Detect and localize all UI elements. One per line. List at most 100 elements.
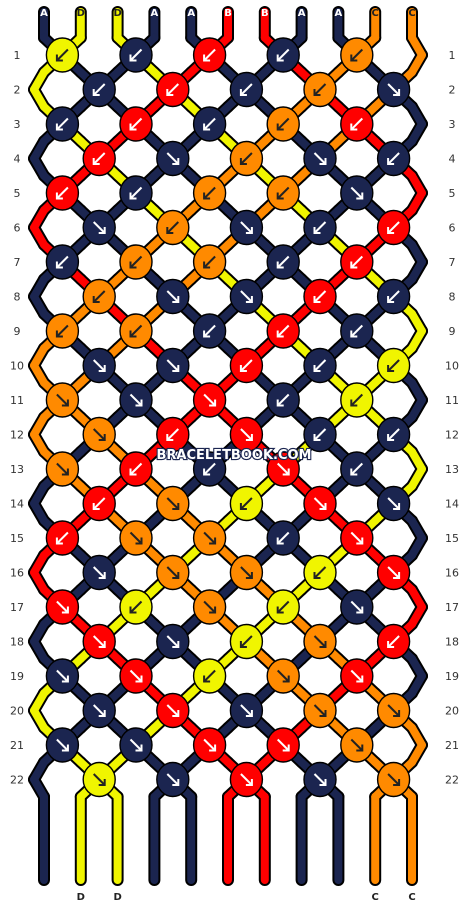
knot xyxy=(119,520,153,556)
arrow-down-right-icon xyxy=(313,773,327,786)
arrow-down-left-icon xyxy=(387,152,400,165)
arrow-down-right-icon xyxy=(313,497,327,510)
row-number-left: 9 xyxy=(14,325,21,338)
row-number-left: 2 xyxy=(14,84,21,97)
knot xyxy=(340,727,374,763)
arrow-down-right-icon xyxy=(92,635,106,648)
arrow-down-left-icon xyxy=(276,186,290,200)
arrow-down-right-icon xyxy=(92,359,106,372)
knot xyxy=(45,382,80,418)
knot xyxy=(82,761,116,798)
row-number-right: 3 xyxy=(449,118,456,131)
knot xyxy=(82,209,116,246)
row-number-left: 11 xyxy=(10,394,24,407)
knot xyxy=(376,347,411,384)
arrow-down-left-icon xyxy=(313,566,327,579)
arrow-down-right-icon xyxy=(313,704,327,717)
knot xyxy=(192,37,227,73)
arrow-down-right-icon xyxy=(166,497,180,510)
row-number-right: 7 xyxy=(449,256,456,269)
knot xyxy=(156,416,190,453)
knot xyxy=(82,278,116,315)
knot xyxy=(119,589,153,625)
knot xyxy=(376,623,411,660)
row-number-right: 6 xyxy=(449,222,456,235)
string-label-top: C xyxy=(408,8,415,19)
row-number-left: 22 xyxy=(10,774,24,787)
knot xyxy=(119,175,153,211)
arrow-down-right-icon xyxy=(387,704,401,717)
knot xyxy=(340,520,374,556)
row-number-right: 5 xyxy=(449,187,456,200)
row-number-right: 10 xyxy=(445,360,459,373)
arrow-down-left-icon xyxy=(387,221,400,234)
knot xyxy=(303,485,337,522)
row-number-right: 12 xyxy=(445,429,459,442)
knot xyxy=(376,71,411,108)
arrow-down-left-icon xyxy=(92,83,106,96)
arrow-down-left-icon xyxy=(203,462,216,476)
arrow-down-left-icon xyxy=(276,531,290,545)
row-number-right: 22 xyxy=(445,774,459,787)
knot xyxy=(45,313,80,349)
arrow-down-right-icon xyxy=(350,531,364,545)
arrow-down-right-icon xyxy=(56,393,69,407)
string-label-top: A xyxy=(151,8,159,19)
arrow-down-left-icon xyxy=(129,600,143,614)
row-number-left: 6 xyxy=(14,222,21,235)
arrow-down-left-icon xyxy=(92,290,106,303)
knot xyxy=(376,278,411,315)
arrow-down-left-icon xyxy=(350,324,364,338)
arrow-down-right-icon xyxy=(203,393,217,407)
row-number-right: 15 xyxy=(445,532,459,545)
arrow-down-right-icon xyxy=(92,221,106,234)
arrow-down-right-icon xyxy=(240,566,253,579)
knot xyxy=(266,589,300,625)
arrow-down-left-icon xyxy=(276,324,290,338)
knot xyxy=(303,347,337,384)
arrow-down-right-icon xyxy=(350,600,364,614)
arrow-down-right-icon xyxy=(56,669,69,683)
row-number-left: 12 xyxy=(10,429,24,442)
arrow-down-right-icon xyxy=(240,221,253,234)
row-number-right: 18 xyxy=(445,636,459,649)
knot xyxy=(156,71,190,108)
knot xyxy=(266,382,300,418)
arrow-down-right-icon xyxy=(350,738,364,752)
row-number-left: 20 xyxy=(10,705,24,718)
string-label-bottom: B xyxy=(224,892,232,903)
arrow-down-right-icon xyxy=(240,773,253,786)
string-label-top: D xyxy=(77,8,85,19)
arrow-down-left-icon xyxy=(129,462,143,476)
arrow-down-right-icon xyxy=(350,186,364,200)
row-number-left: 14 xyxy=(10,498,24,511)
arrow-down-left-icon xyxy=(203,324,216,338)
knot xyxy=(229,140,264,177)
knot xyxy=(340,37,374,73)
knot xyxy=(229,71,264,108)
arrow-down-left-icon xyxy=(387,428,400,441)
row-number-right: 1 xyxy=(449,49,456,62)
knot xyxy=(229,554,264,591)
string-label-bottom: A xyxy=(40,892,48,903)
knot xyxy=(266,727,300,763)
arrow-down-right-icon xyxy=(387,773,401,786)
row-number-right: 4 xyxy=(449,153,456,166)
knot xyxy=(82,140,116,177)
knot xyxy=(45,37,80,73)
knot xyxy=(303,71,337,108)
knot xyxy=(156,209,190,246)
arrow-down-right-icon xyxy=(240,428,253,441)
string-label-bottom: B xyxy=(261,892,269,903)
knot xyxy=(119,658,153,694)
arrow-down-right-icon xyxy=(166,152,180,165)
knot xyxy=(82,623,116,660)
knot xyxy=(156,623,190,660)
knot xyxy=(376,209,411,246)
arrow-down-right-icon xyxy=(129,393,143,407)
knot xyxy=(229,416,264,453)
knot xyxy=(266,520,300,556)
knot xyxy=(119,37,153,73)
knot xyxy=(266,37,300,73)
